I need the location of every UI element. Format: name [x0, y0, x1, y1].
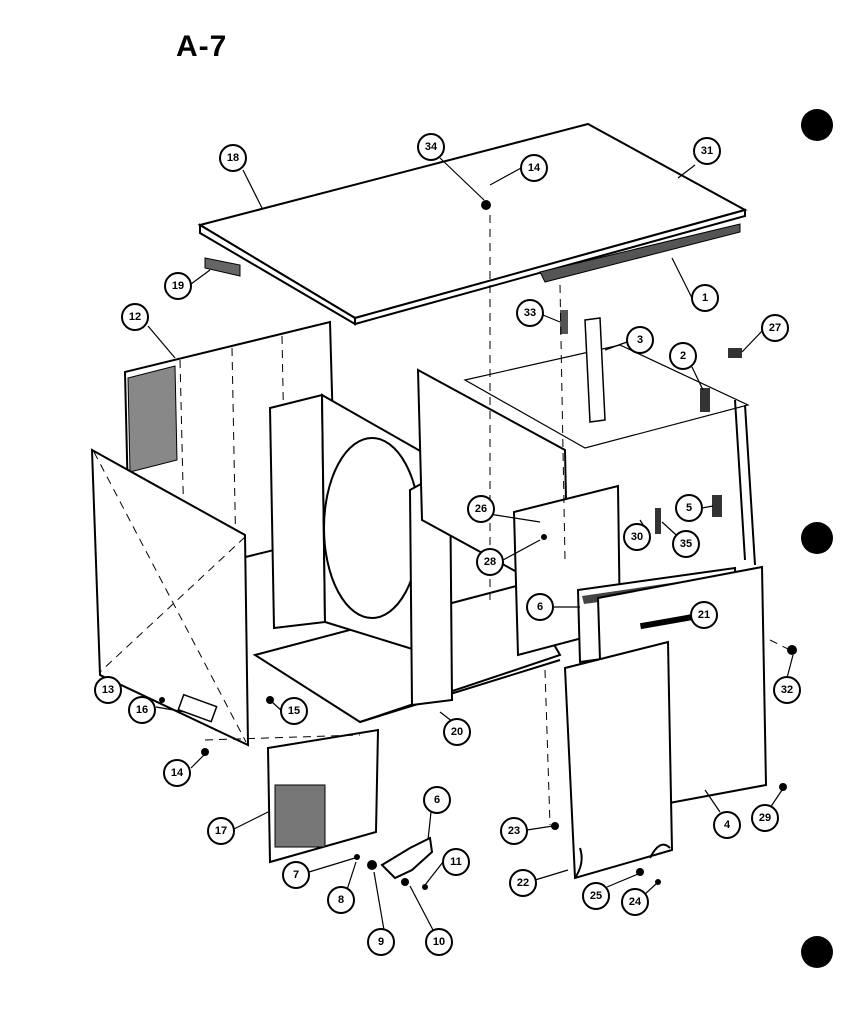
- callout: 14: [520, 154, 548, 182]
- callout: 25: [582, 882, 610, 910]
- callout: 32: [773, 676, 801, 704]
- callout: 5: [675, 494, 703, 522]
- callout: 35: [672, 530, 700, 558]
- punch-hole-bottom: [801, 936, 833, 968]
- callout: 20: [443, 718, 471, 746]
- callout: 10: [425, 928, 453, 956]
- punch-hole-middle: [801, 522, 833, 554]
- svg-text:26: 26: [475, 503, 487, 515]
- svg-text:3: 3: [637, 334, 643, 346]
- svg-text:25: 25: [590, 890, 602, 902]
- fasteners: [159, 534, 797, 890]
- callout: 9: [367, 928, 395, 956]
- svg-text:33: 33: [524, 307, 536, 319]
- callout: 16: [128, 696, 156, 724]
- svg-text:34: 34: [425, 141, 438, 153]
- svg-text:11: 11: [450, 856, 462, 868]
- svg-text:27: 27: [769, 322, 781, 334]
- callout: 33: [516, 299, 544, 327]
- svg-text:20: 20: [451, 726, 463, 738]
- callout: 11: [442, 848, 470, 876]
- svg-text:31: 31: [701, 145, 713, 157]
- callout: 1: [691, 284, 719, 312]
- svg-text:6: 6: [537, 601, 543, 613]
- leader-lines: [99, 157, 794, 931]
- fan-shroud: [268, 393, 454, 707]
- svg-text:6: 6: [434, 794, 440, 806]
- svg-text:9: 9: [378, 936, 384, 948]
- callout: 34: [417, 133, 445, 161]
- callout: 31: [693, 137, 721, 165]
- callout: 14: [163, 759, 191, 787]
- callout: 6: [423, 786, 451, 814]
- callout: 18: [219, 144, 247, 172]
- svg-text:8: 8: [338, 894, 344, 906]
- svg-text:10: 10: [433, 936, 445, 948]
- svg-text:16: 16: [136, 704, 148, 716]
- callout: 12: [121, 303, 149, 331]
- callout: 8: [327, 886, 355, 914]
- svg-text:13: 13: [102, 684, 114, 696]
- svg-text:14: 14: [528, 162, 541, 174]
- callout: 2: [669, 342, 697, 370]
- svg-text:28: 28: [484, 556, 496, 568]
- svg-text:32: 32: [781, 684, 793, 696]
- small-bracket: [354, 836, 434, 886]
- svg-text:14: 14: [171, 767, 184, 779]
- svg-text:22: 22: [517, 877, 529, 889]
- svg-text:2: 2: [680, 350, 686, 362]
- callout: 3: [626, 326, 654, 354]
- callout: 19: [164, 272, 192, 300]
- callout: 6: [526, 593, 554, 621]
- callout: 24: [621, 888, 649, 916]
- svg-text:1: 1: [702, 292, 708, 304]
- diagram-title: A-7: [176, 30, 228, 63]
- service-panel: [563, 640, 674, 880]
- callout: 28: [476, 548, 504, 576]
- callout: 7: [282, 861, 310, 889]
- callout: 22: [509, 869, 537, 897]
- svg-text:4: 4: [724, 819, 731, 831]
- svg-text:17: 17: [215, 825, 227, 837]
- callout: 26: [467, 495, 495, 523]
- callout: 15: [280, 697, 308, 725]
- callout: 21: [690, 601, 718, 629]
- svg-text:15: 15: [288, 705, 300, 717]
- svg-text:21: 21: [698, 609, 710, 621]
- callout: 29: [751, 804, 779, 832]
- punch-hole-top: [801, 109, 833, 141]
- front-grille-panel: [266, 728, 380, 864]
- svg-text:24: 24: [629, 896, 642, 908]
- svg-text:30: 30: [631, 531, 643, 543]
- callout: 13: [94, 676, 122, 704]
- top-cover: [197, 122, 748, 326]
- callout: 27: [761, 314, 789, 342]
- svg-text:5: 5: [686, 502, 692, 514]
- rear-frame: [463, 310, 756, 566]
- svg-text:7: 7: [293, 869, 299, 881]
- svg-text:12: 12: [129, 311, 141, 323]
- svg-text:19: 19: [172, 280, 184, 292]
- callout: 30: [623, 523, 651, 551]
- svg-text:29: 29: [759, 812, 771, 824]
- front-panel: [90, 448, 250, 747]
- alignment-lines: [204, 215, 791, 826]
- svg-text:23: 23: [508, 825, 520, 837]
- svg-text:18: 18: [227, 152, 239, 164]
- callout: 17: [207, 817, 235, 845]
- callout: 4: [713, 811, 741, 839]
- svg-text:35: 35: [680, 538, 692, 550]
- callout: 23: [500, 817, 528, 845]
